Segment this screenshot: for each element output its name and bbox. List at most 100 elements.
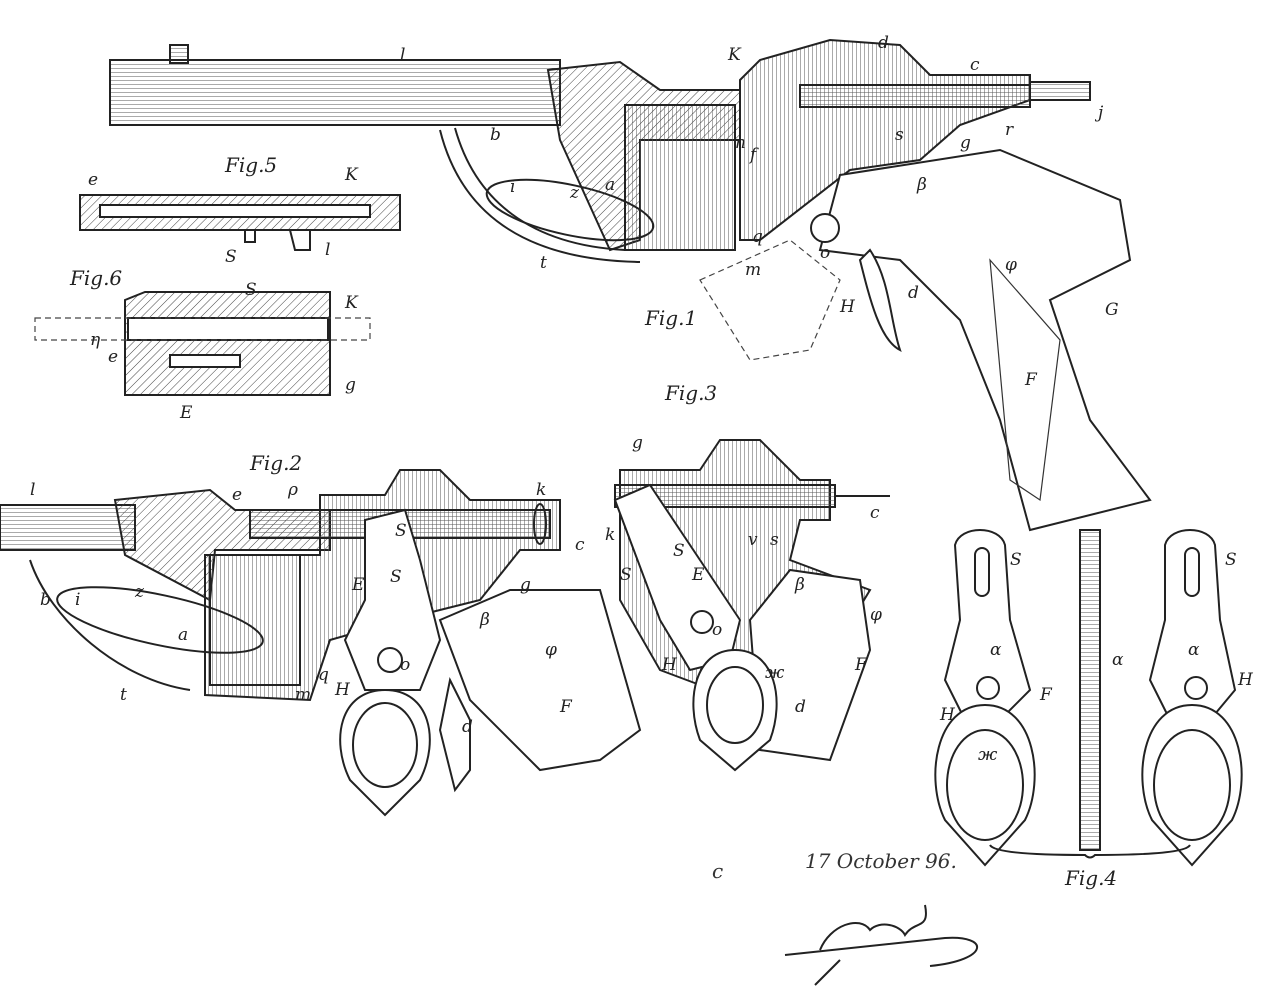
label: H: [1237, 670, 1254, 690]
stock-lever: [439, 129, 641, 263]
label: l: [30, 480, 35, 500]
label: φ: [1005, 255, 1017, 275]
label: c: [970, 55, 980, 75]
label: t: [120, 685, 127, 705]
label: c: [575, 535, 585, 555]
label: l: [325, 240, 330, 260]
label: z: [569, 183, 580, 203]
slot-left: [974, 547, 990, 597]
label: H: [839, 297, 856, 317]
label: s: [895, 125, 904, 145]
handwritten-date: 17 October 96.: [805, 849, 957, 873]
barrel: [109, 59, 561, 126]
label: o: [820, 243, 830, 263]
barrel: [0, 504, 136, 551]
label: G: [1105, 300, 1119, 320]
label: φ: [545, 640, 557, 660]
fig2-title: Fig.2: [249, 451, 302, 475]
magazine: [209, 554, 301, 686]
label: e: [108, 347, 118, 367]
label: S: [1225, 550, 1237, 570]
label: H: [661, 655, 678, 675]
label: S: [1010, 550, 1022, 570]
label: F: [559, 697, 573, 717]
label: v: [748, 530, 758, 550]
fig6-title: Fig.6: [69, 266, 122, 290]
magazine: [624, 104, 736, 251]
label: d: [795, 697, 806, 717]
figure-2: Fig.2 l e ρ k c b i z a S S E g β φ F d …: [0, 451, 642, 817]
label: α: [1112, 650, 1124, 670]
label: α: [990, 640, 1002, 660]
label: E: [351, 575, 365, 595]
label: K: [344, 293, 359, 313]
trigger-d: [438, 676, 471, 793]
bolt-dashed: [34, 317, 371, 341]
label: q: [318, 665, 329, 685]
ring-left-hole: [946, 729, 1024, 841]
label: β: [479, 610, 490, 630]
label: S: [395, 521, 407, 541]
label: g: [632, 433, 643, 453]
label: S: [245, 280, 257, 300]
label: a: [178, 625, 188, 645]
label: i: [75, 590, 80, 610]
label: K: [344, 165, 359, 185]
cocking-ring: [533, 503, 547, 545]
label: i: [510, 177, 515, 197]
label: r: [1005, 120, 1014, 140]
label: c: [870, 503, 880, 523]
signature: [784, 904, 978, 986]
label: S: [673, 541, 685, 561]
trigger-ring-hole: [352, 702, 418, 788]
label: n: [735, 133, 746, 153]
bolt-lugs: [244, 229, 311, 251]
label: f: [748, 145, 759, 165]
handwritten-mark: c: [712, 859, 723, 883]
pivot-o: [690, 610, 714, 634]
label: d: [908, 283, 919, 303]
bolt-spring: [799, 84, 1031, 108]
label: g: [960, 133, 971, 153]
label: k: [536, 480, 546, 500]
bolt-channel: [127, 317, 329, 341]
fig3-title: Fig.3: [664, 381, 717, 405]
pivot-left: [976, 676, 1000, 700]
trigger-guard-dashed: [699, 239, 841, 361]
trigger-ring-hole: [706, 666, 764, 744]
pivot-o: [377, 647, 403, 673]
label: S: [225, 247, 237, 267]
stock-lever-inner: [454, 127, 626, 251]
figure-6: Fig.6 S K η e g E: [34, 266, 371, 423]
label: l: [400, 45, 405, 65]
label: F: [1024, 370, 1038, 390]
slot-E: [169, 354, 241, 368]
annotations: c 17 October 96.: [712, 849, 978, 986]
label: β: [794, 575, 805, 595]
lever-side-view: [1079, 529, 1101, 851]
link-z: [56, 586, 264, 654]
label: H: [939, 705, 956, 725]
pivot-right: [1184, 676, 1208, 700]
label: β: [916, 175, 927, 195]
label: g: [345, 375, 356, 395]
label: d: [462, 717, 473, 737]
label: b: [40, 590, 51, 610]
link-z: [485, 178, 655, 242]
grip: [438, 589, 642, 772]
label: η: [90, 330, 101, 350]
label: m: [745, 260, 761, 280]
figure-3: Fig.3 g c k S S E β φ F o H ж d s v: [605, 381, 890, 772]
label: E: [179, 403, 193, 423]
label: F: [854, 655, 868, 675]
label: E: [691, 565, 705, 585]
label: S: [390, 567, 402, 587]
label: K: [727, 45, 742, 65]
label: m: [295, 685, 311, 705]
label: e: [88, 170, 98, 190]
label: S: [620, 565, 632, 585]
label: g: [520, 575, 531, 595]
grip-panel-F: [989, 258, 1061, 502]
label: α: [1188, 640, 1200, 660]
